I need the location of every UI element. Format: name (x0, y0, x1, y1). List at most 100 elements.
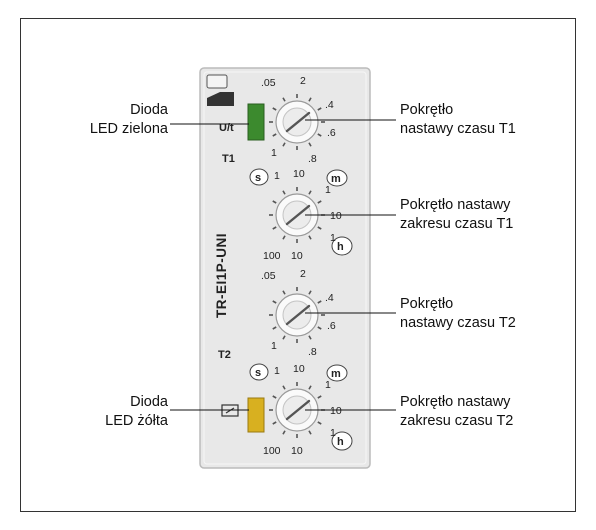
knob-t2-range-range-right-lower: 1 (330, 427, 336, 439)
knob-t2-time-scale-bottom-right: .8 (308, 346, 317, 358)
knob-t2-time (269, 287, 325, 343)
label-led-green-line1: Dioda (130, 102, 168, 118)
knob-t1-time-tick (272, 133, 277, 137)
knob-t1-range-range-right-upper: 1 (325, 184, 331, 196)
label-knob-t1-range: Pokrętło nastawy zakresu czasu T1 (400, 196, 513, 234)
knob-t1-time-pointer (285, 111, 311, 133)
knob-t1-range-m-badge (326, 169, 348, 187)
knob-t1-range-s-badge (249, 168, 269, 186)
knob-t2-time-tick (317, 326, 322, 330)
knob-t1-time-scale-right-upper: .4 (325, 99, 334, 111)
label-knob-t2-time-line1: Pokrętło (400, 296, 454, 312)
label-knob-t1-range-line2: zakresu czasu T1 (400, 216, 514, 232)
label-led-yellow: Dioda LED żółta (40, 393, 168, 431)
label-knob-t2-time-line2: nastawy czasu T2 (400, 315, 516, 331)
model-label: TR-EI1P-UNI (214, 233, 229, 318)
knob-t2-range-range-bottom-right: 10 (291, 445, 303, 457)
knob-t1-range-h-letter: h (337, 241, 344, 253)
label-knob-t1-time: Pokrętło nastawy czasu T1 (400, 101, 516, 139)
label-led-green-line2: LED zielona (89, 121, 168, 137)
knob-t1-range-tick (272, 226, 277, 230)
knob-t1-time-scale-bottom-left: 1 (271, 147, 277, 159)
knob-t1-time-tick (282, 97, 286, 102)
knob-t1-range-tick (282, 235, 286, 240)
label-knob-t1-time-line2: nastawy czasu T1 (400, 121, 516, 137)
knob-t1-range-tick (282, 190, 286, 195)
knob-t2-time-tick (282, 335, 286, 340)
knob-t2-range-tick (282, 430, 286, 435)
label-led-yellow-line2: LED żółta (105, 413, 168, 429)
knob-t1-time-tick (272, 107, 277, 111)
knob-t1-time-scale-top-left: .05 (261, 77, 276, 89)
knob-t2-range-tick (308, 385, 312, 390)
label-knob-t1-time-line1: Pokrętło (400, 102, 454, 118)
knob-t2-range-h-letter: h (337, 436, 344, 448)
ut-label: U/t (219, 122, 234, 134)
knob-t1-range-range-top-right: 10 (293, 168, 305, 180)
knob-t1-range-tick (317, 200, 322, 204)
knob-t2-time-tick (272, 300, 277, 304)
t1-label: T1 (222, 153, 235, 165)
knob-t2-range-range-right-mid: 10 (330, 405, 342, 417)
led-green (247, 103, 265, 141)
label-knob-t2-time: Pokrętło nastawy czasu T2 (400, 295, 516, 333)
knob-t2-time-pointer (285, 304, 311, 326)
knob-t2-time-tick (272, 326, 277, 330)
knob-t2-range-tick (317, 395, 322, 399)
knob-t2-time-tick (308, 335, 312, 340)
label-knob-t2-range-line2: zakresu czasu T2 (400, 413, 514, 429)
knob-t2-time-tick (308, 290, 312, 295)
knob-t2-range-tick (308, 430, 312, 435)
knob-t2-range-range-bottom-left: 100 (263, 445, 281, 457)
label-led-green: Dioda LED zielona (40, 101, 168, 139)
knob-t2-range (269, 382, 325, 438)
knob-t1-range-tick (317, 226, 322, 230)
knob-t2-range-m-badge (326, 364, 348, 382)
knob-t1-range (269, 187, 325, 243)
knob-t1-range-pointer (285, 204, 311, 226)
knob-t1-range-tick (308, 190, 312, 195)
knob-t2-range-range-right-upper: 1 (325, 379, 331, 391)
knob-t1-time-tick (317, 133, 322, 137)
knob-t2-time-tick (282, 290, 286, 295)
knob-t1-range-range-bottom-left: 100 (263, 250, 281, 262)
knob-t1-time-scale-bottom-right: .8 (308, 153, 317, 165)
knob-t2-range-s-badge (249, 363, 269, 381)
knob-t1-time-tick (317, 107, 322, 111)
knob-t2-time-scale-top-mid: 2 (300, 268, 306, 280)
knob-t1-time (269, 94, 325, 150)
power-symbol-fill (207, 92, 234, 106)
knob-t2-range-s-letter: s (255, 367, 261, 379)
knob-t1-time-tick (308, 142, 312, 147)
knob-t2-time-scale-right-upper: .4 (325, 292, 334, 304)
device-housing (199, 67, 371, 469)
device-housing-inner (203, 71, 367, 465)
knob-t1-range-tick (272, 200, 277, 204)
knob-t2-range-tick (282, 385, 286, 390)
knob-t2-time-scale-right-lower: .6 (327, 320, 336, 332)
led-yellow (247, 397, 265, 433)
label-knob-t2-range: Pokrętło nastawy zakresu czasu T2 (400, 393, 513, 431)
knob-t2-range-range-top-right: 10 (293, 363, 305, 375)
knob-t2-range-tick (272, 395, 277, 399)
knob-t2-range-tick (317, 421, 322, 425)
label-led-yellow-line1: Dioda (130, 394, 168, 410)
label-knob-t1-range-line1: Pokrętło nastawy (400, 197, 511, 213)
figure-frame (20, 18, 576, 512)
t2-label: T2 (218, 349, 231, 361)
knob-t1-range-tick (308, 235, 312, 240)
knob-t2-range-pointer (285, 399, 311, 421)
label-knob-t2-range-line1: Pokrętło nastawy (400, 394, 511, 410)
knob-t1-range-range-right-lower: 1 (330, 232, 336, 244)
knob-t2-range-m-letter: m (331, 368, 341, 380)
knob-t2-range-h-badge (331, 431, 353, 451)
knob-t1-time-tick (308, 97, 312, 102)
knob-t1-range-h-badge (331, 236, 353, 256)
knob-t2-range-range-top-left: 1 (274, 365, 280, 377)
knob-t1-range-range-bottom-right: 10 (291, 250, 303, 262)
knob-t2-time-scale-bottom-left: 1 (271, 340, 277, 352)
knob-t1-time-tick (282, 142, 286, 147)
knob-t1-time-scale-top-mid: 2 (300, 75, 306, 87)
knob-t2-time-tick (317, 300, 322, 304)
